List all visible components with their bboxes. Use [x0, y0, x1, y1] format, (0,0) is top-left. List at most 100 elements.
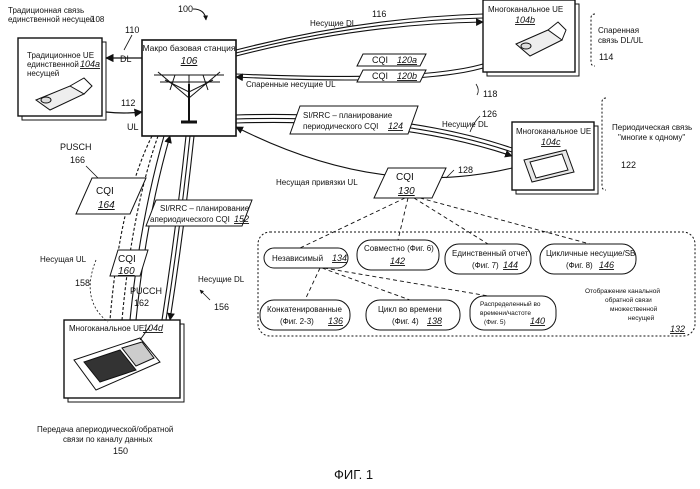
- legacy-heading-line2: единственной несущей: [8, 15, 94, 24]
- ue-104b-desc-ref: 114: [599, 52, 613, 62]
- cqi-130: CQI 130: [374, 168, 446, 198]
- svg-text:Единственный отчет: Единственный отчет: [452, 249, 529, 258]
- ul-carrier-158: Несущая UL: [40, 255, 87, 264]
- svg-text:апериодического CQI: апериодического CQI: [150, 215, 230, 224]
- map-line4: несущей: [628, 314, 655, 322]
- map-line1: Отображение канальной: [585, 287, 660, 295]
- svg-text:164: 164: [98, 200, 115, 211]
- svg-text:160: 160: [118, 266, 135, 277]
- svg-text:CQI: CQI: [372, 71, 388, 81]
- ue-104c-desc-line2: "многие к одному": [618, 133, 685, 142]
- ref-156: 156: [214, 302, 229, 312]
- svg-text:Цикл во времени: Цикл во времени: [378, 305, 442, 314]
- ref-116: 116: [372, 9, 386, 19]
- ue-104b-group: Многоканальное UE 104b Спаренная связь D…: [483, 0, 644, 76]
- legacy-label-line2: единственной: [27, 60, 79, 69]
- ue-104d-caption-line1: Передача апериодической/обратной: [37, 425, 173, 434]
- ref-158: 158: [75, 278, 90, 288]
- macro-ref: 106: [181, 56, 198, 67]
- svg-text:146: 146: [599, 260, 614, 270]
- svg-text:134: 134: [332, 253, 347, 263]
- legacy-heading-ref: 108: [91, 15, 105, 24]
- map-ref: 132: [670, 324, 685, 334]
- dl-carriers-156: Несущие DL: [198, 275, 245, 284]
- dl-carriers-116: Несущие DL: [310, 19, 357, 28]
- svg-text:152: 152: [234, 214, 249, 224]
- ue-104c-group: Многоканальное UE 104c Периодическая свя…: [512, 98, 692, 194]
- mode-independent: Независимый 134: [264, 248, 348, 268]
- svg-text:Распределенный во: Распределенный во: [480, 300, 541, 308]
- ue-104d-caption-line2: связи по каналу данных: [63, 435, 152, 444]
- ref-162: 162: [134, 298, 149, 308]
- svg-text:138: 138: [427, 316, 442, 326]
- legacy-ref-112: 112: [121, 98, 135, 108]
- ue-104d-caption-ref: 150: [113, 446, 128, 456]
- svg-text:144: 144: [503, 260, 518, 270]
- ue-104d-label: Многоканальное UE: [69, 324, 144, 333]
- svg-text:CQI: CQI: [372, 55, 388, 65]
- ue-104b-desc-line1: Спаренная: [598, 26, 639, 35]
- feedback-mapping-group: Независимый 134 Совместно (Фиг. 6) 142 Е…: [258, 198, 695, 336]
- legacy-ue-group: Традиционная связь единственной несущей …: [8, 6, 142, 132]
- mode-concatenated: Конкатенированные (Фиг. 2-3) 136: [260, 300, 350, 330]
- si-periodic-box: SI/RRC – планирование периодического CQI…: [290, 106, 418, 134]
- svg-text:Независимый: Независимый: [272, 254, 323, 263]
- mode-distributed: Распределенный во времени/частоте (Фиг. …: [470, 296, 556, 330]
- ue-104b-ref: 104b: [515, 15, 535, 25]
- figure-caption: ФИГ. 1: [334, 467, 373, 482]
- paired-ul-carriers: Спаренные несущие UL: [246, 80, 336, 89]
- cqi-160: CQI 160: [110, 250, 148, 277]
- svg-text:Совместно (Фиг. 6): Совместно (Фиг. 6): [364, 244, 434, 253]
- ue-104c-desc-line1: Периодическая связь: [612, 123, 692, 132]
- svg-text:(Фиг. 8): (Фиг. 8): [566, 261, 593, 270]
- svg-text:120a: 120a: [397, 55, 417, 65]
- svg-text:CQI: CQI: [96, 186, 114, 197]
- mode-cyclic: Цикличные несущие/SB (Фиг. 8) 146: [540, 244, 636, 274]
- ue-104c-desc-ref: 122: [621, 160, 636, 170]
- legacy-ref: 104a: [80, 59, 100, 69]
- map-line3: множественной: [610, 305, 658, 313]
- svg-text:периодического CQI: периодического CQI: [303, 122, 378, 131]
- svg-text:(Фиг. 7): (Фиг. 7): [472, 261, 499, 270]
- svg-text:(Фиг. 2-3): (Фиг. 2-3): [280, 317, 314, 326]
- ref-166: 166: [70, 155, 85, 165]
- legacy-heading-line1: Традиционная связь: [8, 6, 84, 15]
- svg-text:SI/RRC – планирование: SI/RRC – планирование: [303, 111, 393, 120]
- svg-text:CQI: CQI: [118, 254, 136, 265]
- pucch: PUCCH: [130, 286, 162, 296]
- mode-time-cycle: Цикл во времени (Фиг. 4) 138: [366, 300, 460, 330]
- ue-104c-label: Многоканальное UE: [516, 127, 591, 136]
- svg-text:времени/частоте: времени/частоте: [480, 310, 531, 317]
- svg-text:120b: 120b: [397, 71, 417, 81]
- svg-text:130: 130: [398, 186, 415, 197]
- svg-text:Цикличные несущие/SB: Цикличные несущие/SB: [546, 249, 635, 258]
- ue-104b-label: Многоканальное UE: [488, 5, 563, 14]
- svg-text:CQI: CQI: [396, 172, 414, 183]
- ue-104c-ref: 104c: [541, 137, 561, 147]
- legacy-dl-label: DL: [120, 54, 132, 64]
- ref-100: 100: [178, 4, 193, 14]
- si-aperiodic-box: SI/RRC – планирование апериодического CQ…: [146, 200, 252, 226]
- cqi-164: CQI 164: [76, 178, 146, 214]
- svg-text:(Фиг. 4): (Фиг. 4): [392, 317, 419, 326]
- svg-text:142: 142: [390, 256, 405, 266]
- ue-104d-group: Многоканальное UE 104d Передача апериоди…: [37, 320, 184, 456]
- anchor-ul-carrier: Несущая привязки UL: [276, 178, 358, 187]
- legacy-ul-label: UL: [127, 122, 139, 132]
- dl-carriers-126: Несущие DL: [442, 120, 489, 129]
- legacy-label-line3: несущей: [27, 69, 59, 78]
- ref-118: 118: [483, 89, 497, 99]
- svg-text:(Фиг. 5): (Фиг. 5): [484, 319, 506, 326]
- svg-text:140: 140: [530, 316, 545, 326]
- legacy-ref-110: 110: [125, 25, 139, 35]
- pusch-top: PUSCH: [60, 142, 92, 152]
- svg-text:SI/RRC – планирование: SI/RRC – планирование: [160, 204, 250, 213]
- svg-text:124: 124: [388, 121, 403, 131]
- macro-base-station: Макро базовая станция 106 100: [142, 4, 236, 136]
- map-line2: обратной связи: [605, 296, 652, 304]
- mode-single: Единственный отчет (Фиг. 7) 144: [445, 244, 531, 274]
- svg-text:136: 136: [328, 316, 343, 326]
- cqi-120a: CQI 120a: [357, 54, 426, 66]
